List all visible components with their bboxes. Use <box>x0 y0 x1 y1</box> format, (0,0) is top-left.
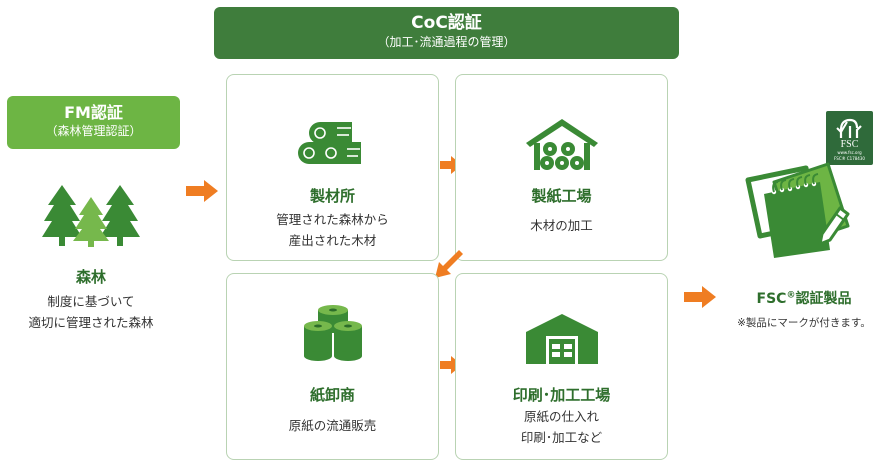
fm-title: FM認証 <box>64 103 123 122</box>
sawmill-title: 製材所 <box>309 187 355 205</box>
registered-mark: ® <box>786 290 796 301</box>
print-factory-box: 印刷･加工工場 原紙の仕入れ 印刷･加工など <box>455 273 668 460</box>
arrow-right-icon <box>186 180 218 202</box>
forest-description: 制度に基づいて 適切に管理された森林 <box>0 291 182 333</box>
fsc-product-title: FSC®認証製品 <box>715 288 893 308</box>
coc-title: CoC認証 <box>411 13 482 33</box>
sawmill-desc-line2: 産出された木材 <box>288 233 377 248</box>
sawmill-box: 製材所 管理された森林から 産出された木材 <box>226 74 439 261</box>
certified-product-notebook-icon <box>745 162 850 258</box>
fm-subtitle: （森林管理認証） <box>45 124 142 138</box>
coc-subtitle: （加工･流通過程の管理） <box>377 35 516 49</box>
paper-mill-box: 製紙工場 木材の加工 <box>455 74 668 261</box>
paper-mill-building-icon <box>525 119 598 170</box>
forest-desc-line1: 制度に基づいて <box>47 294 135 309</box>
sawmill-desc-line1: 管理された森林から <box>276 212 389 227</box>
print-factory-title: 印刷･加工工場 <box>512 386 611 404</box>
fm-certification-banner: FM認証 （森林管理認証） <box>7 96 180 149</box>
paper-mill-description: 木材の加工 <box>456 215 667 236</box>
lumber-logs-icon <box>297 122 361 164</box>
fsc-tree-checkmark-icon <box>835 118 862 138</box>
forest-trees-icon <box>42 185 140 247</box>
sawmill-description: 管理された森林から 産出された木材 <box>227 209 438 251</box>
factory-warehouse-icon <box>525 314 598 364</box>
paper-mill-desc-line1: 木材の加工 <box>530 218 593 233</box>
forest-desc-line2: 適切に管理された森林 <box>28 315 154 330</box>
arrow-right-icon <box>684 286 716 308</box>
print-factory-description: 原紙の仕入れ 印刷･加工など <box>456 406 667 448</box>
paper-wholesaler-description: 原紙の流通販売 <box>227 415 438 436</box>
fsc-product-note: ※製品にマークが付きます。 <box>737 317 871 329</box>
fsc-logo-url: www.fsc.org <box>837 150 862 155</box>
forest-title: 森林 <box>75 268 106 286</box>
arrow-down-left-icon <box>435 250 463 278</box>
fsc-logo: FSC www.fsc.org FSC® C178430 <box>826 111 873 165</box>
print-factory-desc-line2: 印刷･加工など <box>520 430 603 445</box>
paper-wholesaler-title: 紙卸商 <box>309 386 355 404</box>
print-factory-desc-line1: 原紙の仕入れ <box>523 409 599 424</box>
paper-wholesaler-box: 紙卸商 原紙の流通販売 <box>226 273 439 460</box>
paper-rolls-icon <box>303 305 362 361</box>
paper-mill-title: 製紙工場 <box>531 187 592 205</box>
coc-certification-banner: CoC認証 （加工･流通過程の管理） <box>214 7 679 59</box>
fsc-logo-text: FSC <box>840 139 859 150</box>
fsc-product-title-rest: 認証製品 <box>795 291 852 307</box>
fsc-product-title-main: FSC <box>756 291 787 307</box>
fsc-logo-code: FSC® C178430 <box>834 156 865 161</box>
paper-wholesaler-desc-line1: 原紙の流通販売 <box>288 418 377 433</box>
